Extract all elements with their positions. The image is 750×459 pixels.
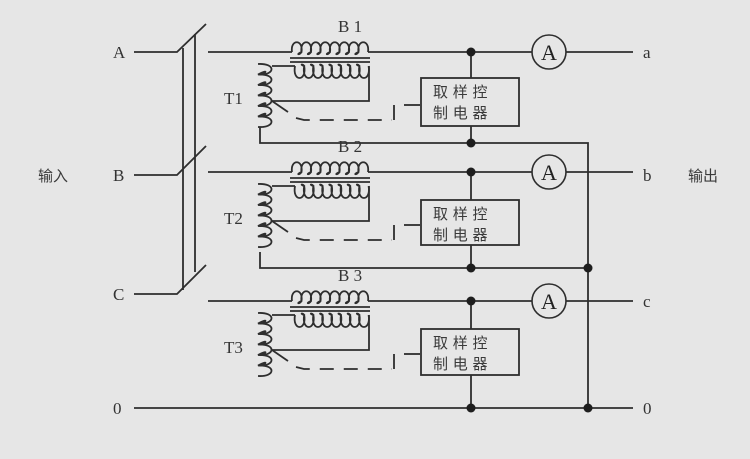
- input-label: 输入: [38, 167, 68, 185]
- output-terminal-c: c: [643, 292, 651, 311]
- transformer-b2: B 2: [272, 137, 370, 222]
- controller-label-line2: 制 电 器: [433, 104, 488, 122]
- input-terminal-neutral: 0: [113, 399, 122, 418]
- ammeter-icon: A: [541, 160, 557, 185]
- autotransformer-label: T3: [224, 338, 243, 357]
- phase-1: B 1 T1 取 样 控制 电 器 A: [208, 17, 633, 143]
- transformer-label: B 3: [338, 266, 362, 285]
- autotransformer-label: T2: [224, 209, 243, 228]
- junction-dot: [583, 403, 593, 413]
- ammeter-1: A: [531, 34, 567, 70]
- transformer-label: B 1: [338, 17, 362, 36]
- sampling-controller-3: 取 样 控制 电 器: [420, 301, 520, 408]
- junction-dot: [466, 47, 476, 57]
- junction-dot: [466, 403, 476, 413]
- ammeter-2: A: [531, 154, 567, 190]
- junction-dot: [466, 167, 476, 177]
- junction-dots: [466, 47, 593, 413]
- controller-label-line2: 制 电 器: [433, 226, 488, 244]
- junction-dot: [466, 296, 476, 306]
- input-terminal-c: C: [113, 285, 124, 304]
- phase-3: B 3 T3 取 样 控制 电 器 A: [208, 266, 633, 408]
- output-terminal-a: a: [643, 43, 651, 62]
- sampling-controller-1: 取 样 控制 电 器: [420, 52, 520, 143]
- return-bus: [259, 128, 589, 408]
- input-terminal-b: B: [113, 166, 124, 185]
- three-pole-switch: [134, 23, 207, 295]
- autotransformer-t3: T3: [224, 312, 420, 377]
- controller-label-line1: 取 样 控: [433, 83, 488, 101]
- autotransformer-t2: T2: [224, 183, 420, 248]
- junction-dot: [466, 263, 476, 273]
- transformer-b1: B 1: [272, 17, 370, 102]
- autotransformer-t1: T1: [224, 63, 420, 128]
- transformer-b3: B 3: [272, 266, 370, 351]
- transformer-label: B 2: [338, 137, 362, 156]
- sampling-controller-2: 取 样 控制 电 器: [420, 172, 520, 268]
- output-terminal-neutral: 0: [643, 399, 652, 418]
- input-terminal-a: A: [113, 43, 126, 62]
- junction-dot: [583, 263, 593, 273]
- controller-label-line2: 制 电 器: [433, 355, 488, 373]
- controller-label-line1: 取 样 控: [433, 205, 488, 223]
- output-label: 输出: [688, 167, 718, 185]
- autotransformer-label: T1: [224, 89, 243, 108]
- phase-2: B 2 T2 取 样 控制 电 器 A: [208, 137, 633, 268]
- controller-label-line1: 取 样 控: [433, 334, 488, 352]
- junction-dot: [466, 138, 476, 148]
- output-terminal-b: b: [643, 166, 652, 185]
- ammeter-icon: A: [541, 40, 557, 65]
- ammeter-3: A: [531, 283, 567, 319]
- ammeter-icon: A: [541, 289, 557, 314]
